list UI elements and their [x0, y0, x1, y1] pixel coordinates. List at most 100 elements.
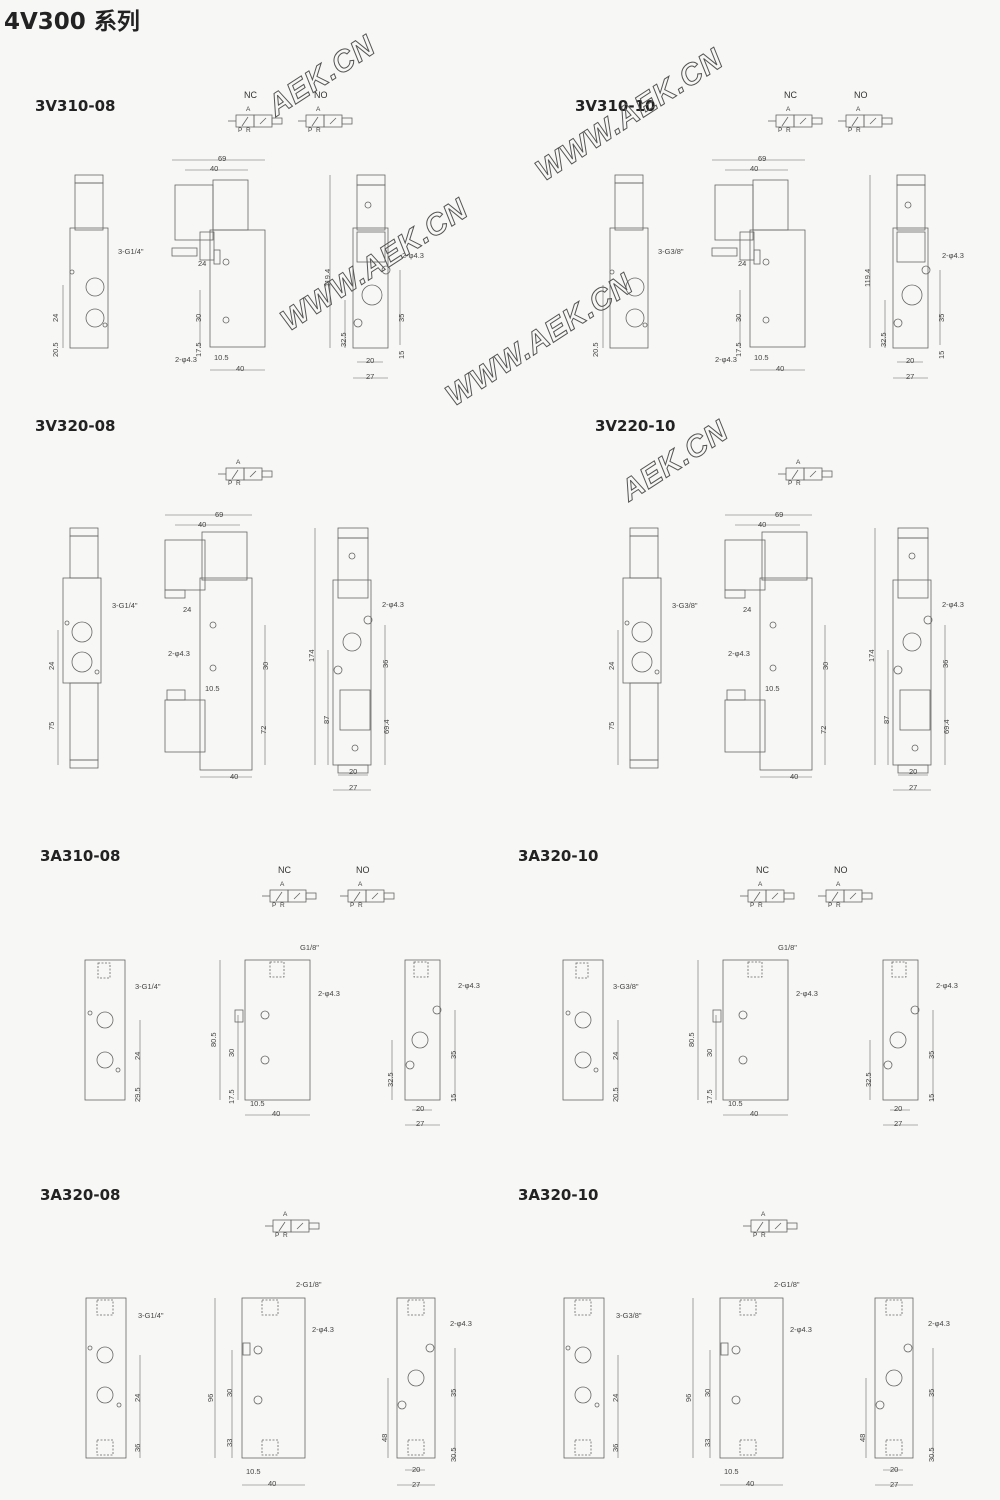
front-view-dimension: 20.5	[51, 342, 60, 357]
end-view-dimension: 32.5	[386, 1072, 395, 1087]
side-view-dimension: 24	[198, 259, 207, 268]
flow-arrow	[296, 1222, 304, 1230]
side-view-dimension: 10.5	[205, 684, 220, 693]
flow-arrow	[275, 891, 283, 902]
port-p-label: P	[275, 1232, 280, 1239]
end-view-dimension: 2-φ4.3	[942, 251, 964, 260]
end-view-dimension: 32.5	[879, 332, 888, 347]
port-hole	[64, 620, 70, 626]
valve-body-outline	[166, 689, 186, 701]
port-p-label: P	[350, 902, 355, 909]
flow-arrow	[329, 117, 337, 125]
port-hole	[361, 284, 383, 306]
symbol-no-label: NO	[314, 90, 328, 100]
port-hole	[593, 1067, 599, 1073]
port-hole	[96, 1051, 114, 1069]
flow-arrow	[371, 892, 379, 900]
valve-body-outline	[74, 174, 104, 184]
port-hole	[85, 308, 105, 328]
end-view-dimension: 30.5	[449, 1447, 458, 1462]
port-hole	[85, 277, 105, 297]
side-view-dimension: 40	[236, 364, 245, 373]
side-view-dimension: 30	[734, 313, 743, 322]
symbol-no-label: NO	[356, 865, 370, 875]
end-view-dimension: 36	[941, 659, 950, 668]
end-view-dimension: 48	[858, 1433, 867, 1442]
side-view-dimension: 30	[227, 1048, 236, 1057]
valve-body-outline	[356, 184, 386, 231]
port-hole	[411, 1031, 429, 1049]
end-view-dimension: 27	[412, 1480, 421, 1489]
port-hole	[222, 258, 230, 266]
port-hole	[342, 632, 362, 652]
end-view-dimension: 20	[412, 1465, 421, 1474]
side-view-dimension: G1/8"	[300, 943, 319, 952]
port-hole	[738, 1010, 748, 1020]
flow-arrow	[791, 469, 799, 480]
flow-arrow	[249, 470, 257, 478]
port-a-label: A	[236, 459, 241, 466]
port-p-label: P	[272, 902, 277, 909]
port-hole	[893, 318, 903, 328]
end-view-dimension: 69.4	[942, 719, 951, 734]
port-hole	[115, 1067, 121, 1073]
front-view-dimension: 3-G1/4"	[112, 601, 138, 610]
valve-body-outline	[242, 1342, 251, 1356]
side-view-dimension: 10.5	[765, 684, 780, 693]
port-hole	[116, 1402, 122, 1408]
front-view-dimension: 3-G3/8"	[613, 982, 639, 991]
port-hole	[353, 318, 363, 328]
front-view-dimension: 20.5	[591, 342, 600, 357]
valve-body-outline	[629, 535, 659, 579]
end-view-dimension: 30.5	[927, 1447, 936, 1462]
port-hole	[381, 265, 391, 275]
threaded-port	[575, 962, 589, 979]
valve-body-outline	[85, 1297, 127, 1459]
end-view-dimension: 20	[416, 1104, 425, 1113]
flow-arrow	[849, 892, 857, 900]
port-hole	[565, 1345, 571, 1351]
side-view-dimension: 80.5	[209, 1032, 218, 1047]
page-title: 4V300 系列	[4, 9, 140, 35]
port-hole	[762, 316, 770, 324]
port-p-label: P	[778, 127, 783, 134]
end-view-dimension: 2-φ4.3	[458, 981, 480, 990]
side-view-dimension: 2-G1/8"	[296, 1280, 322, 1289]
port-hole	[94, 669, 100, 675]
valve-body-outline	[896, 231, 926, 263]
port-hole	[348, 552, 356, 560]
end-view-dimension: 87	[882, 715, 891, 724]
side-view-dimension: 40	[776, 364, 785, 373]
port-hole	[405, 1060, 415, 1070]
port-r-label: R	[761, 1232, 766, 1239]
side-view-dimension: 33	[703, 1438, 712, 1447]
valve-body-outline	[896, 174, 926, 186]
side-view-dimension: 17.5	[705, 1089, 714, 1104]
port-hole	[574, 1051, 592, 1069]
threaded-port	[574, 1299, 592, 1316]
flow-arrow	[231, 469, 239, 480]
section-title: 3A320-10	[518, 847, 599, 865]
valve-body-outline	[562, 959, 604, 1101]
port-hole	[625, 308, 645, 328]
port-hole	[397, 1400, 407, 1410]
front-view-dimension: 20.5	[611, 1087, 620, 1102]
flow-arrow	[293, 892, 301, 900]
valve-body-outline	[712, 1009, 722, 1023]
side-view-dimension: 30	[703, 1388, 712, 1397]
valve-body-outline	[892, 227, 929, 349]
valve-body-outline	[244, 959, 311, 1101]
threaded-port	[261, 1299, 279, 1316]
side-view-dimension: 69	[215, 510, 224, 519]
side-view-dimension: 80.5	[687, 1032, 696, 1047]
valve-body-outline	[749, 229, 806, 348]
end-view-dimension: 27	[909, 783, 918, 792]
valve-body-outline	[892, 579, 932, 766]
port-hole	[911, 744, 919, 752]
valve-body-outline	[199, 577, 253, 771]
front-view-dimension: 3-G3/8"	[616, 1311, 642, 1320]
side-view-dimension: 2-φ4.3	[168, 649, 190, 658]
end-view-dimension: 32.5	[864, 1072, 873, 1087]
front-view-dimension: 3-G1/4"	[138, 1311, 164, 1320]
